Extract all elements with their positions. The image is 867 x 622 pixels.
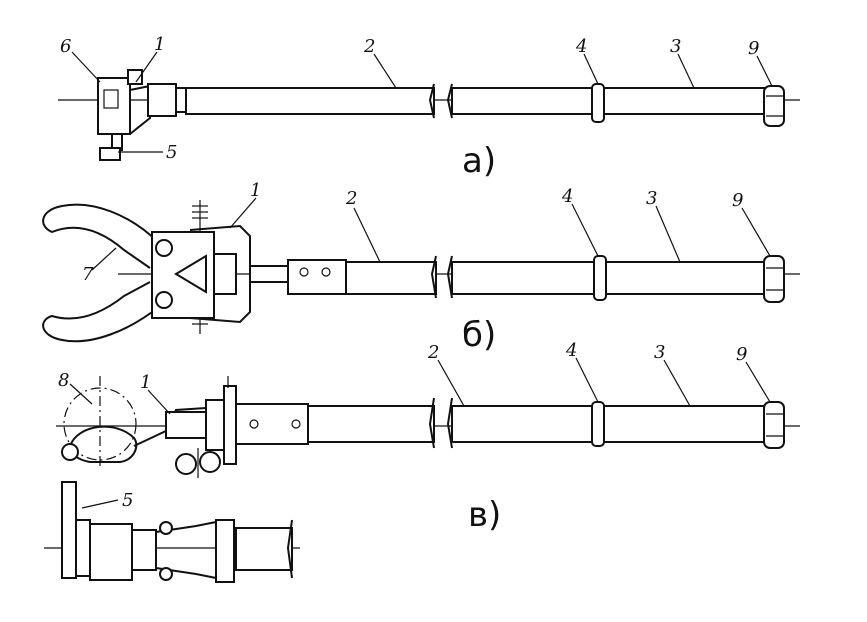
label-3-b: 3 (646, 188, 657, 209)
label-8-c: 8 (58, 370, 69, 391)
connector-b (287, 259, 347, 295)
label-2-a: 2 (363, 36, 375, 57)
panel-c: 8 1 2 4 3 9 5 в) (44, 340, 800, 583)
label-9-b: 9 (732, 190, 743, 211)
label-4-c: 4 (565, 340, 577, 361)
hinge-head-b (151, 200, 251, 334)
conductor-8-c (61, 376, 138, 470)
label-1-a: 1 (154, 34, 165, 55)
label-5-c: 5 (122, 490, 133, 511)
label-2-b: 2 (345, 188, 357, 209)
label-9-c: 9 (736, 344, 747, 365)
label-2-c: 2 (427, 342, 439, 363)
tube-3-c (451, 405, 775, 443)
label-1-b: 1 (250, 180, 261, 201)
tube-2-b (345, 261, 437, 295)
detail-clamp-5-c (44, 481, 300, 583)
ring-4-c (591, 401, 605, 447)
ring-4-b (593, 255, 607, 301)
label-4-b: 4 (561, 186, 573, 207)
tube-2-a (185, 87, 435, 115)
tube-3-a (451, 87, 775, 115)
caption-a: а) (462, 141, 496, 181)
connector-a (147, 83, 187, 117)
tube-2-c (307, 405, 435, 443)
panel-a: 6 1 5 2 4 3 9 а) (58, 34, 800, 181)
end-cap-9-c (763, 401, 785, 449)
label-6-a: 6 (60, 36, 71, 57)
label-9-a: 9 (748, 38, 759, 59)
tube-3-b (451, 261, 775, 295)
caption-b: б) (462, 315, 496, 355)
head-block-a (97, 69, 151, 135)
label-1-c: 1 (140, 372, 151, 393)
label-3-c: 3 (654, 342, 665, 363)
rod-stub-b (249, 265, 289, 283)
caption-c: в) (468, 495, 501, 535)
panel-b: 7 1 2 4 3 9 б) (42, 180, 800, 355)
label-7-b: 7 (82, 264, 94, 285)
ring-4-a (591, 83, 605, 123)
contact-clamp-a (99, 133, 123, 161)
connector-c (235, 403, 309, 445)
end-cap-9-b (763, 255, 785, 303)
label-3-a: 3 (670, 36, 681, 57)
label-5-a: 5 (166, 142, 177, 163)
end-cap-9-a (763, 85, 785, 127)
label-4-a: 4 (575, 36, 587, 57)
jaws-7-b (42, 203, 161, 343)
